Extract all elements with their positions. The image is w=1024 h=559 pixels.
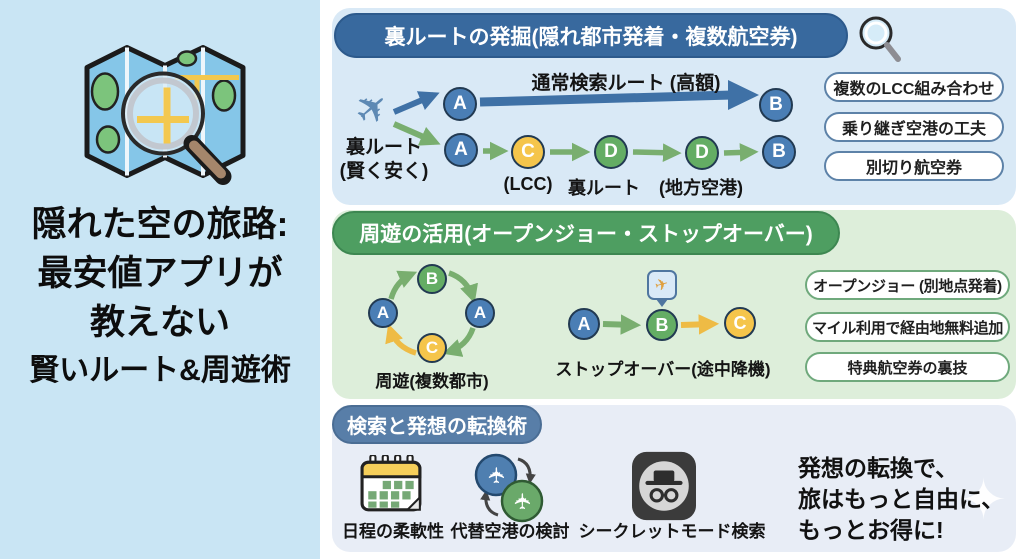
cycle-node-c: C — [417, 333, 447, 363]
closing-message-line: 発想の転換で、 — [798, 455, 959, 481]
origin-label: (賢く安く) — [339, 161, 429, 182]
route-node-b: B — [762, 135, 796, 169]
route-node-d: D — [594, 135, 628, 169]
plane-icon: ✈ — [653, 275, 671, 296]
item-label-flexibility: 日程の柔軟性 — [342, 522, 444, 541]
plane-icon: ✈ — [345, 81, 400, 137]
closing-message-line: 旅はもっと自由に、 — [798, 486, 1005, 512]
tip-pill: 別切り航空券 — [824, 151, 1004, 181]
plane-icon: ✈ — [485, 466, 510, 484]
stopover-node-b: B — [646, 309, 678, 341]
route-node-a: A — [443, 87, 477, 121]
route-node-b: B — [759, 88, 793, 122]
item-label-alternate-airports: 代替空港の検討 — [450, 522, 570, 541]
panel-openjaw-stopover: 周遊の活用(オープンジョー・ストップオーバー) B A A C 周遊(複数都市)… — [332, 210, 1016, 399]
stopover-node-c: C — [724, 307, 756, 339]
page-title-line: 賢いルート&周遊術 — [29, 354, 291, 387]
cycle-node-a: A — [368, 298, 398, 328]
map-search-icon — [84, 45, 246, 185]
page-title-line: 教えない — [89, 303, 230, 342]
tip-pill: マイル利用で経由地無料追加 — [805, 312, 1010, 342]
normal-route-label: 通常検索ルート (高額) — [531, 73, 721, 94]
closing-message: 発想の転換で、 旅はもっと自由に、 もっとお得に! — [798, 453, 1004, 546]
stopover-pin-icon: ✈ — [647, 270, 677, 300]
item-label-incognito-search: シークレットモード検索 — [578, 522, 766, 541]
stopover-label: ストップオーバー(途中降機) — [555, 360, 771, 379]
cycle-node-a: A — [465, 298, 495, 328]
incognito-icon — [632, 451, 696, 521]
route-node-a: A — [444, 133, 478, 167]
origin-label: 裏ルート — [345, 137, 423, 158]
sub-label-lcc: (LCC) — [503, 174, 553, 194]
page-title-line: 隠れた空の旅路: — [31, 205, 289, 244]
magnifier-icon — [859, 16, 901, 62]
page-title: 隠れた空の旅路: 最安値アプリが 教えない 賢いルート&周遊術 — [0, 200, 320, 395]
panel3-header: 検索と発想の転換術 — [332, 405, 542, 444]
sparkle-icon: ✦ — [960, 468, 1007, 531]
page-title-line: 最安値アプリが — [37, 254, 283, 293]
stopover-pin-tail — [656, 299, 668, 307]
tip-pill: 特典航空券の裏技 — [805, 352, 1010, 382]
cycle-node-b: B — [417, 264, 447, 294]
panel1-header: 裏ルートの発掘(隠れ都市発着・複数航空券) — [334, 13, 848, 58]
sub-label-regional: (地方空港) — [659, 178, 743, 198]
tip-pill: 乗り継ぎ空港の工夫 — [824, 112, 1004, 142]
closing-message-line: もっとお得に! — [798, 517, 944, 543]
route-node-d: D — [685, 136, 719, 170]
tip-pill: オープンジョー (別地点発着) — [805, 270, 1010, 300]
plane-icon: ✈ — [511, 492, 536, 510]
stopover-node-a: A — [568, 308, 600, 340]
tip-pill: 複数のLCC組み合わせ — [824, 72, 1004, 102]
sub-label-backroute: 裏ルート — [568, 178, 640, 198]
cycle-label: 周遊(複数都市) — [375, 372, 489, 391]
route-node-c: C — [511, 135, 545, 169]
panel-hidden-routes: 裏ルートの発掘(隠れ都市発着・複数航空券) ✈ 裏ルート (賢く安く) 通常検索… — [332, 8, 1016, 205]
alternate-airports-icon: ✈ ✈ — [474, 453, 544, 523]
left-panel: 隠れた空の旅路: 最安値アプリが 教えない 賢いルート&周遊術 — [0, 0, 320, 559]
calendar-icon — [360, 455, 422, 512]
panel2-header: 周遊の活用(オープンジョー・ストップオーバー) — [332, 211, 840, 255]
panel-search-mindset: 検索と発想の転換術 ✈ ✈ — [332, 405, 1016, 552]
